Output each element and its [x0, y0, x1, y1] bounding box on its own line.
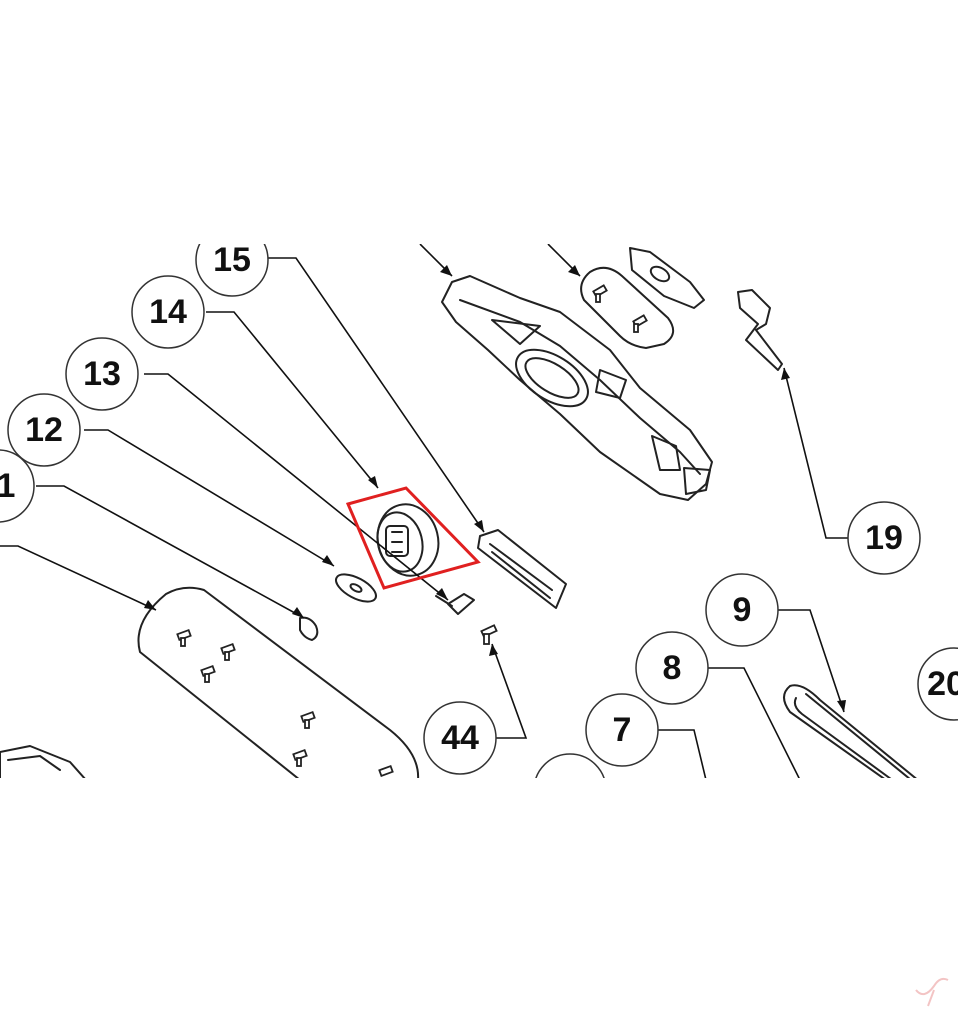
- svg-text:15: 15: [213, 241, 251, 279]
- sprocket-gear-part: [376, 503, 440, 577]
- watermark-logo: [915, 977, 949, 1007]
- bolt-part: [435, 593, 475, 615]
- svg-text:8: 8: [663, 649, 682, 687]
- callout-9: 9: [705, 573, 779, 647]
- callout-20: 20: [917, 647, 958, 721]
- callout-14: 14: [131, 275, 205, 349]
- svg-text:1: 1: [0, 467, 15, 505]
- hex-key-part: [737, 289, 783, 371]
- motor-block-part: [0, 745, 86, 778]
- callout-11: 1: [0, 449, 35, 523]
- guide-bar-chain-part: [783, 684, 917, 778]
- callout-7: 7: [585, 693, 659, 767]
- washer-part: [335, 573, 377, 603]
- callout-13: 13: [65, 337, 139, 411]
- clip-part: [299, 616, 319, 641]
- highlight-box: [345, 486, 481, 590]
- main-housing-part: [441, 275, 713, 501]
- svg-text:13: 13: [83, 355, 121, 393]
- screw-plate-part: [580, 266, 675, 349]
- svg-text:12: 12: [25, 411, 63, 449]
- callout-19: 19: [847, 501, 921, 575]
- svg-text:9: 9: [733, 591, 752, 629]
- svg-text:19: 19: [865, 519, 903, 557]
- svg-text:7: 7: [613, 711, 632, 749]
- guide-rail-part: [477, 529, 567, 609]
- callout-12: 12: [7, 393, 81, 467]
- callout-partial: [535, 753, 605, 778]
- leader-lines: [0, 244, 852, 778]
- svg-text:44: 44: [441, 719, 479, 757]
- cover-plate-part: [137, 586, 420, 778]
- callout-8: 8: [635, 631, 709, 705]
- switch-component-part: [629, 247, 705, 309]
- callout-44: 44: [423, 701, 497, 775]
- svg-text:14: 14: [149, 293, 187, 331]
- small-screw-part: [480, 624, 498, 645]
- callout-15: 15: [195, 241, 269, 297]
- svg-text:20: 20: [927, 665, 958, 703]
